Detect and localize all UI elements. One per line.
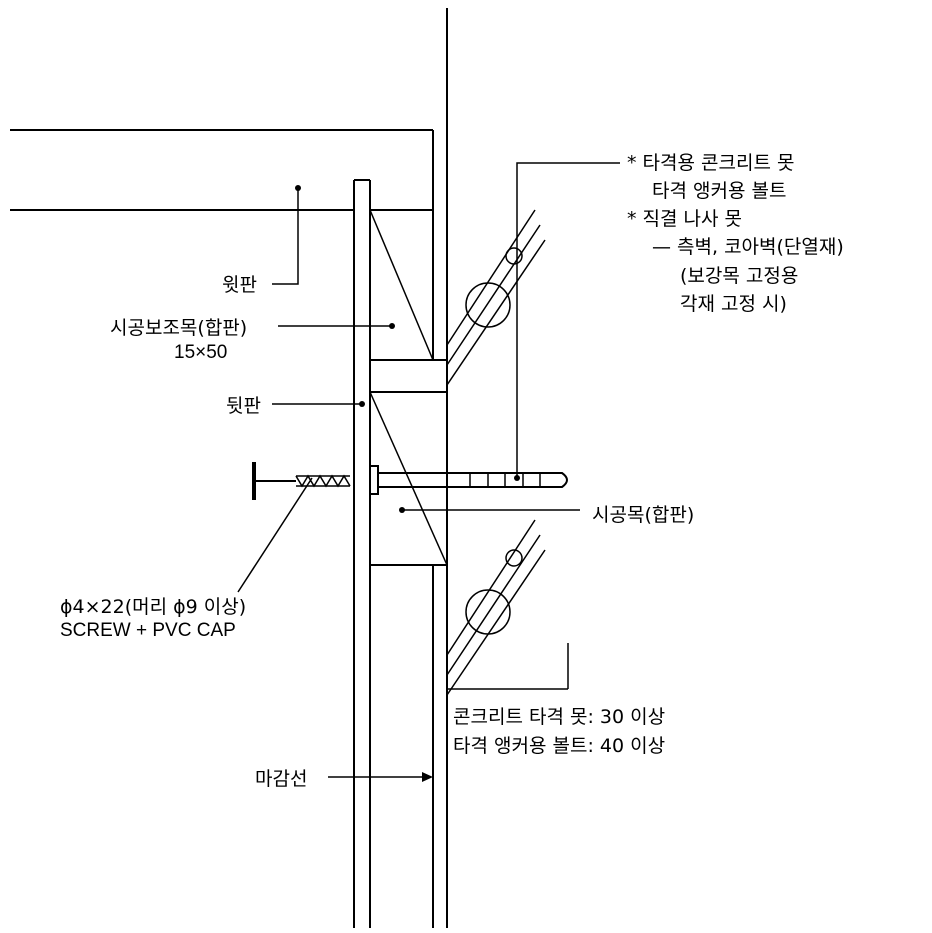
note-line-3: * 직결 나사 못: [627, 208, 742, 230]
label-screw-spec: ϕ4×22(머리 ϕ9 이상): [60, 596, 246, 618]
leader-lines: [237, 162, 620, 782]
label-screw-name: SCREW + PVC CAP: [60, 620, 236, 641]
depth-line-2: 타격 앵커용 볼트: 40 이상: [453, 735, 665, 757]
label-aux-wood: 시공보조목(합판): [110, 317, 247, 339]
depth-line-1: 콘크리트 타격 못: 30 이상: [453, 706, 665, 728]
note-line-2: 타격 앵커용 볼트: [652, 180, 786, 202]
concrete-hatch-lower: [446, 519, 546, 696]
top-board: [10, 129, 434, 211]
note-line-1: * 타격용 콘크리트 못: [627, 152, 794, 174]
note-line-6: 각재 고정 시): [680, 293, 787, 315]
aux-wood-block: [369, 209, 447, 361]
anchor-bolt: [369, 465, 568, 495]
install-wood-block: [369, 391, 448, 566]
label-top-board: 윗판: [222, 274, 257, 296]
label-finish-line: 마감선: [255, 768, 307, 790]
concrete-hatch-upper: [446, 209, 546, 386]
note-line-5: (보강목 고정용: [680, 265, 798, 287]
back-board: [353, 179, 371, 928]
label-aux-wood-size: 15×50: [174, 342, 227, 363]
note-line-4: — 측벽, 코아벽(단열재): [652, 236, 844, 258]
label-back-board: 뒷판: [226, 395, 261, 417]
label-install-wood: 시공목(합판): [592, 504, 694, 526]
screw: [252, 462, 351, 500]
